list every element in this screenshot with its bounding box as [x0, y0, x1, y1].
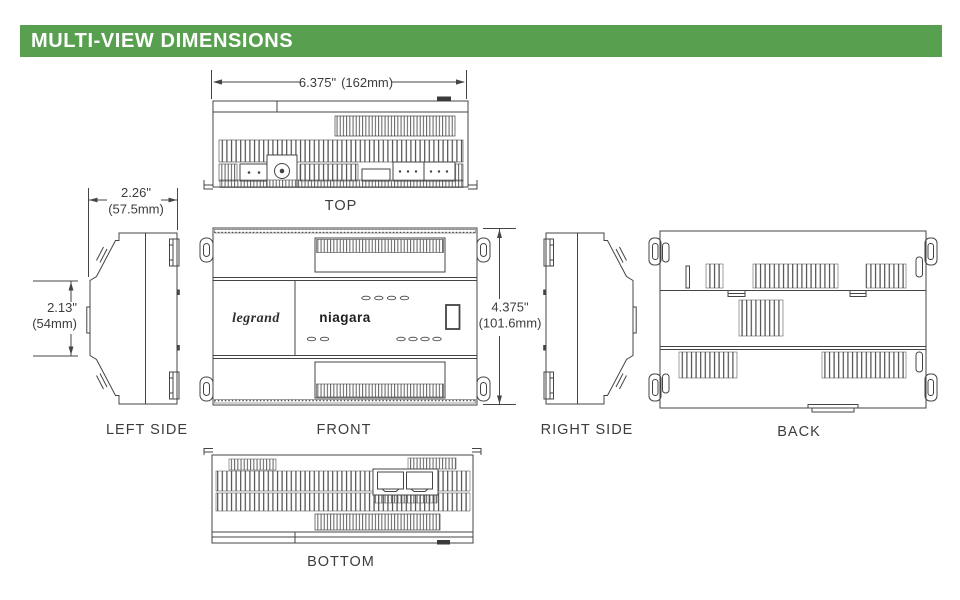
dimension-overall-height [483, 228, 516, 405]
label-back-view: BACK [777, 424, 821, 440]
back-view-drawing [648, 230, 938, 413]
front-view-drawing [199, 227, 491, 406]
dim-overall-height-mm: (101.6mm) [479, 316, 542, 331]
legrand-logo: legrand [232, 311, 280, 326]
terminal-block [392, 161, 456, 182]
section-header: MULTI-VIEW DIMENSIONS [20, 25, 942, 57]
mounting-ear [924, 373, 938, 402]
mounting-ear [648, 237, 662, 266]
rj45-port [377, 471, 404, 490]
label-bottom-view: BOTTOM [307, 554, 375, 570]
label-front-view: FRONT [317, 422, 372, 438]
mounting-ear [476, 376, 491, 402]
mounting-ear [199, 237, 214, 263]
dim-overall-depth-mm: (57.5mm) [108, 202, 164, 217]
dim-overall-depth-inches: 2.26" [121, 185, 151, 200]
rj45-port [406, 471, 433, 490]
dim-body-height-inches: 2.13" [47, 300, 77, 315]
mounting-ear-edge [169, 238, 180, 267]
mounting-ear [924, 237, 938, 266]
top-tab [437, 96, 451, 101]
left-side-view-drawing [86, 232, 180, 405]
mounting-ear-edge [169, 371, 180, 400]
label-top-view: TOP [325, 198, 358, 214]
dim-overall-width-text: 6.375"(162mm) [299, 75, 393, 90]
page-title: MULTI-VIEW DIMENSIONS [31, 29, 294, 52]
din-rail-latch [807, 404, 859, 413]
niagara-logo: niagara [319, 310, 371, 325]
dimension-overall-depth [88, 188, 178, 277]
status-leds [306, 295, 442, 342]
dim-body-height-mm: (54mm) [32, 316, 77, 331]
dim-overall-height-inches: 4.375" [491, 300, 529, 315]
right-side-view-drawing [542, 232, 637, 405]
din-rail-clip [86, 306, 91, 334]
bottom-tab [437, 540, 450, 545]
mounting-ear [199, 376, 214, 402]
top-view-drawing [203, 96, 478, 190]
dimension-body-height [33, 280, 78, 357]
label-left-side-view: LEFT SIDE [106, 422, 188, 438]
reset-button [445, 304, 461, 330]
bottom-view-drawing [203, 448, 482, 545]
dimension-overall-width [211, 70, 467, 99]
mounting-ear [648, 373, 662, 402]
label-right-side-view: RIGHT SIDE [541, 422, 634, 438]
ethernet-ports [372, 468, 439, 504]
mounting-ear [476, 237, 491, 263]
